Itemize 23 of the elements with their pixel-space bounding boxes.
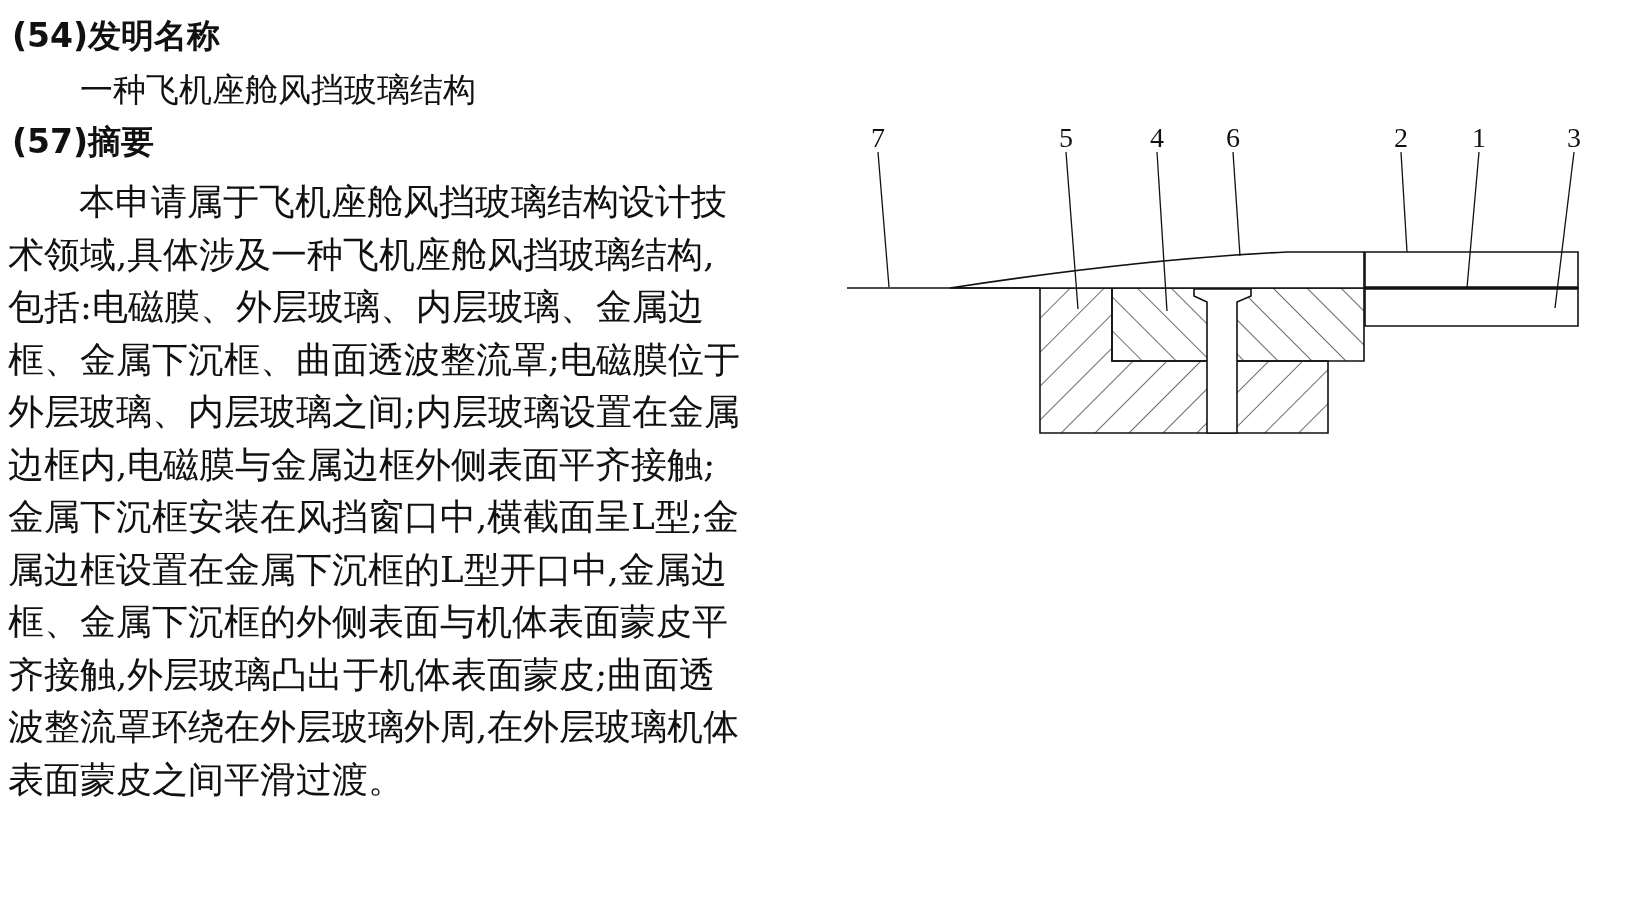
callout-number: 2 [1394,124,1408,152]
glass-pane [1364,287,1579,327]
callout-number: 4 [1150,124,1164,152]
film-layer [1365,286,1578,290]
bolt [1193,288,1252,434]
leader-line [1232,151,1241,257]
callout-number: 3 [1567,124,1581,152]
callout-number: 7 [871,124,885,152]
skin-line [846,287,1041,289]
section-heading: (57)摘要 [12,121,155,163]
glass-pane [1364,251,1579,289]
invention-title: 一种飞机座舱风挡玻璃结构 [80,69,476,111]
callout-number: 1 [1472,124,1486,152]
leader-line [1065,151,1079,310]
abstract-paragraph: 本申请属于飞机座舱风挡玻璃结构设计技术领域,具体涉及一种飞机座舱风挡玻璃结构,包括:电磁膜、外层玻璃、内层玻璃、金属边框、金属下沉框、曲面透波整流罩;电磁膜位于外层玻璃、内层玻璃之间;内层玻璃设置在金属边框内,电磁膜与金属边框外侧表面平齐接触;金属下沉框安装在风挡窗口中,横截面呈L型;金属边框设置在金属下沉框的L型开口中,金属边框、金属下沉框的外侧表面与机体表面蒙皮平齐接触,外层玻璃凸出于机体表面蒙皮;曲面透波整流罩环绕在外层玻璃外周,在外层玻璃机体表面蒙皮之间平滑过渡。 [8,180,741,802]
leader-line [1554,151,1575,309]
leader-line [1156,151,1168,312]
callout-number: 6 [1226,124,1240,152]
leader-line [877,151,890,288]
leader-line [1466,151,1480,289]
section-heading: (54)发明名称 [12,15,221,57]
callout-number: 5 [1059,124,1073,152]
leader-line [1400,151,1408,253]
